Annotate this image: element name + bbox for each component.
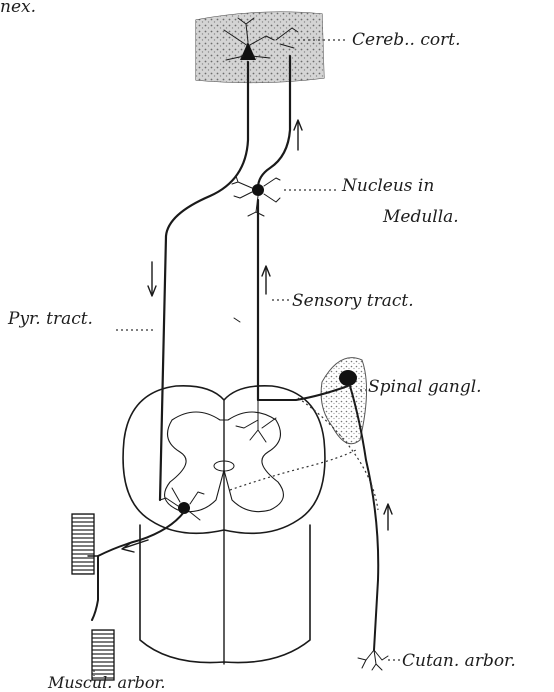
label-sensory-tract: Sensory tract. [292, 291, 414, 311]
cutaneous-arrow [384, 504, 392, 530]
pyramidal-tract-fiber [160, 62, 248, 500]
label-muscul-arbor: Muscul. arbor. [47, 673, 166, 692]
cutaneous-arborization [358, 650, 388, 670]
spinal-cord-section [123, 386, 325, 664]
label-nucleus-line2: Medulla. [382, 207, 459, 227]
descending-arrow [148, 262, 156, 296]
cerebral-cortex-block [196, 12, 324, 83]
medulla-nucleus-cell [232, 176, 280, 216]
dotted-pathway-2 [230, 450, 356, 490]
label-pyr-tract: Pyr. tract. [7, 309, 93, 329]
ascending-arrow-upper [294, 120, 302, 150]
muscle-block-upper [72, 514, 94, 574]
top-fragment-text: nex. [0, 0, 36, 17]
spinal-ganglion [321, 358, 366, 444]
label-cutan-arbor: Cutan. arbor. [402, 651, 516, 671]
label-spinal-gangl: Spinal gangl. [368, 377, 482, 397]
ascending-arrow-lower [262, 266, 270, 294]
cord-collaterals [236, 400, 276, 442]
label-cereb-cort: Cereb.. cort. [352, 30, 460, 50]
label-nucleus-line1: Nucleus in [341, 176, 434, 196]
small-mark [234, 318, 240, 322]
motor-fiber [92, 512, 184, 620]
